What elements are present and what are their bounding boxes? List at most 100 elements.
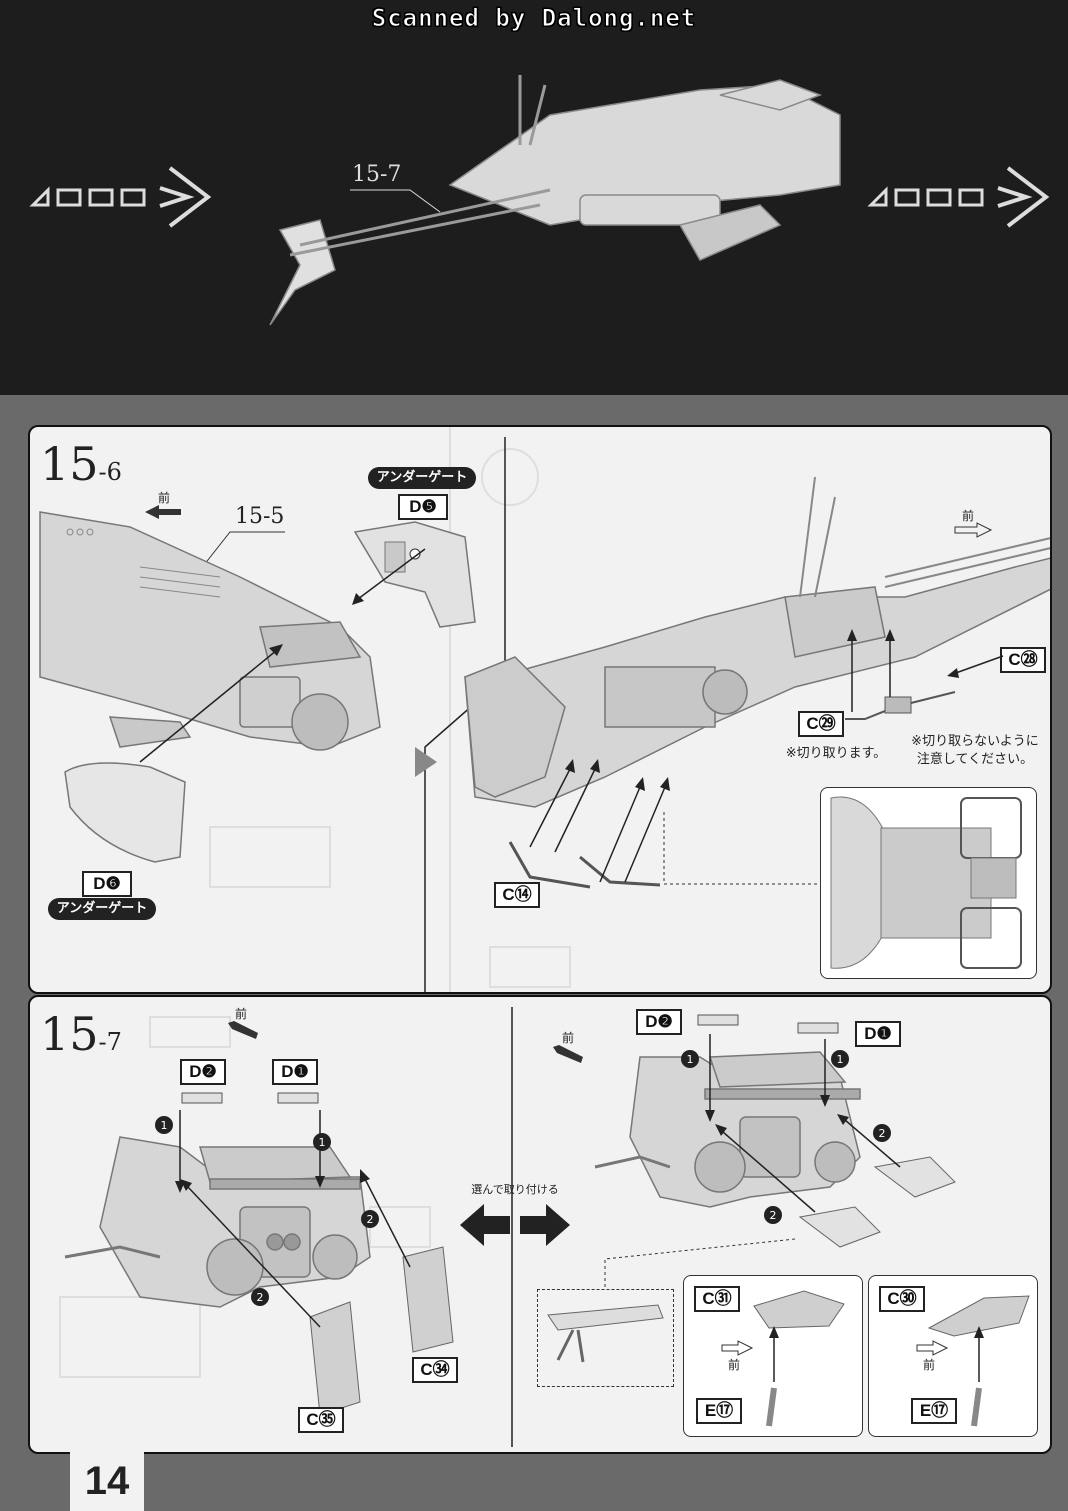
svg-text:1: 1 (837, 1053, 844, 1066)
step-badge-2c-icon: 2 (764, 1206, 782, 1224)
svg-text:2: 2 (879, 1127, 886, 1140)
part-d2-right-image (697, 1014, 739, 1026)
detail-inset (820, 787, 1037, 979)
step-15-7-panel: 15-7 前 D❷ D❶ 1 1 2 2 C㉞ C㉟ 選んで取り付ける (28, 995, 1052, 1454)
part-label-d2-right: D❷ (636, 1009, 682, 1035)
part-label-d6: D❻ (82, 871, 132, 897)
step-badge-2a-icon: 2 (251, 1288, 269, 1306)
part-d2-left-image (181, 1092, 223, 1104)
background-ghost-image (209, 427, 571, 992)
front-arrow-c30-icon (916, 1340, 949, 1356)
flap-right-image (873, 1156, 956, 1198)
side-view-leader (604, 1238, 796, 1289)
part-label-e17-b: E⑰ (911, 1398, 957, 1424)
do-not-cut-note: ※切り取らないように 注意してください。 (911, 734, 1039, 767)
part-label-d1-right: D❶ (855, 1021, 901, 1047)
choose-one-label: 選んで取り付ける (471, 1183, 559, 1196)
ref-leader-line (199, 531, 285, 571)
step-divider-line-2 (511, 1007, 513, 1447)
part-c14-image (508, 841, 661, 889)
assembly-arrow-c28 (947, 655, 1004, 678)
part-d1-left-image (277, 1092, 319, 1104)
part-d1-right-image (797, 1022, 839, 1034)
part-label-d1: D❶ (272, 1059, 318, 1085)
part-label-d2: D❷ (180, 1059, 226, 1085)
bike-underside-assembly-image (464, 476, 1050, 808)
part-e17-b-image (971, 1387, 982, 1427)
step-badge-1a-icon: 1 (155, 1116, 173, 1134)
step-badge-1d-icon: 1 (831, 1050, 849, 1068)
part-e17-a-image (766, 1387, 777, 1427)
part-label-c14: C⑭ (494, 882, 540, 908)
part-label-c31: C㉛ (694, 1286, 740, 1312)
step-15-7-number: 15-7 (40, 1007, 122, 1061)
part-label-c34: C㉞ (412, 1357, 458, 1383)
step-15-6-number: 15-6 (40, 437, 122, 491)
choose-either-arrow-icon (460, 1204, 570, 1246)
assembly-arrows-c-left (180, 1169, 411, 1328)
assembly-arrows-flaps (715, 1114, 901, 1213)
assembly-arrow-c30 (974, 1326, 984, 1382)
step-badge-2d-icon: 2 (873, 1124, 891, 1142)
step-divider-line (424, 437, 506, 992)
banner-leader-line (350, 189, 441, 213)
right-flow-arrow-icon (867, 166, 1050, 228)
bike-rear-assembly-image (39, 511, 381, 751)
part-d5-image (353, 521, 476, 628)
part-c30-image (927, 1295, 1030, 1337)
front-label-15-7-right: 前 (562, 1031, 575, 1045)
step-badge-2b-icon: 2 (361, 1210, 379, 1228)
front-arrow-right-icon (954, 522, 993, 538)
side-view-inset (537, 1289, 674, 1387)
under-gate-label-top: アンダーゲート (368, 467, 476, 489)
part-label-d5: D❺ (398, 494, 448, 520)
page-number: 14 (70, 1452, 144, 1511)
part-label-c29: C㉙ (798, 711, 844, 737)
front-arrow-icon (145, 505, 181, 519)
part-c35-image (309, 1301, 361, 1416)
assembly-arrows-c14 (529, 759, 670, 883)
cut-note: ※切り取ります。 (785, 746, 887, 761)
svg-text:1: 1 (319, 1136, 326, 1149)
svg-text:2: 2 (770, 1209, 777, 1222)
front-label: 前 (158, 491, 171, 505)
assembly-arrows-d-right (705, 1034, 830, 1122)
bike-rear-15-7-left-image (64, 1136, 371, 1308)
part-d6-image (64, 762, 186, 863)
part-label-c28: C㉘ (1000, 647, 1046, 673)
part-label-c35: C㉟ (298, 1407, 344, 1433)
assembly-arrow-d6 (139, 644, 283, 763)
part-c31-image (753, 1290, 845, 1329)
step-badge-1c-icon: 1 (681, 1050, 699, 1068)
left-flow-arrow-icon (29, 166, 212, 228)
svg-text:2: 2 (367, 1213, 374, 1226)
svg-text:2: 2 (257, 1291, 264, 1304)
front-arrow-15-7-icon (228, 1021, 258, 1039)
previous-step-ref: 15-5 (235, 504, 285, 529)
front-arrow-15-7-right-icon (553, 1045, 583, 1063)
step-15-6-panel: 15-6 前 15-5 アンダーゲート D❺ D❻ アンダーゲート 前 (28, 425, 1052, 994)
assembly-arrow-c31 (769, 1326, 779, 1382)
inset-leader-line (663, 812, 825, 885)
inset-detail-image (830, 796, 1022, 969)
option-c30-box: C㉚ 前 E⑰ (868, 1275, 1038, 1437)
part-label-e17-a: E⑰ (696, 1398, 742, 1424)
assembly-arrows-c29 (847, 629, 895, 712)
part-c29-image (845, 691, 956, 720)
step-badge-1b-icon: 1 (313, 1133, 331, 1151)
assembly-arrow-d5 (352, 548, 426, 605)
scan-credit: Scanned by Dalong.net (371, 4, 697, 33)
part-label-c30: C㉚ (879, 1286, 925, 1312)
front-label-c30: 前 (923, 1358, 936, 1372)
bike-rear-15-7-right-image (594, 1051, 861, 1208)
under-gate-label-bottom: アンダーゲート (48, 898, 156, 920)
flow-triangle-icon (415, 747, 437, 777)
svg-text:1: 1 (161, 1119, 168, 1132)
assembly-arrows-d-left (175, 1110, 325, 1193)
speeder-bike-overview-image (269, 75, 841, 326)
flap-left-image (798, 1206, 881, 1248)
banner-step-ref: 15-7 (352, 162, 402, 187)
svg-text:1: 1 (687, 1053, 694, 1066)
front-label-c31: 前 (728, 1358, 741, 1372)
option-c31-box: C㉛ 前 E⑰ (683, 1275, 863, 1437)
